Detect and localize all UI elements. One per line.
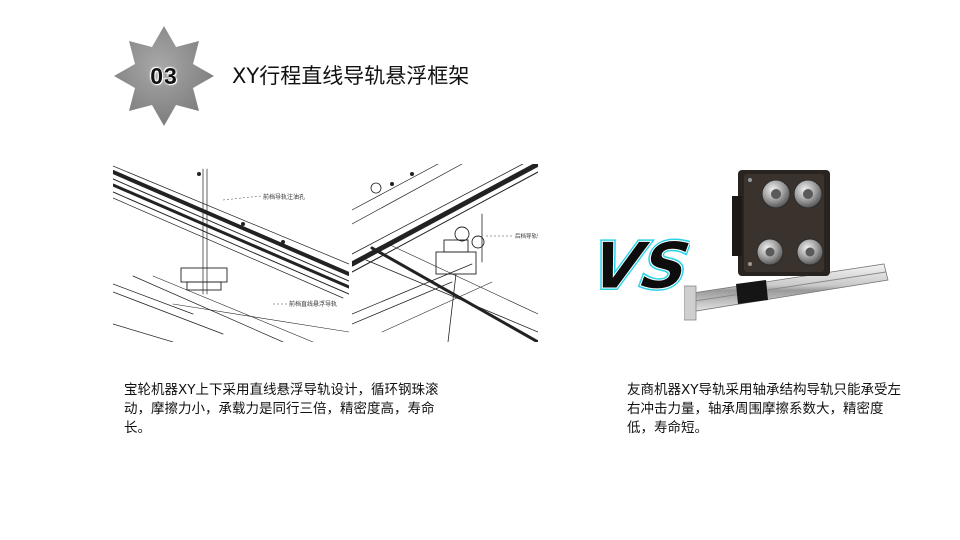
vs-text: VS (598, 229, 690, 303)
section-number: 03 (150, 62, 178, 89)
bearing-rail-drawing: 后档导轨轴承注油孔 (352, 164, 538, 342)
drawing-label-rear-bearing-oil-hole: 后档导轨轴承注油孔 (515, 232, 538, 240)
vs-icon: VS VS (585, 227, 698, 305)
drawing-label-front-rail: 前档直线悬浮导轨 (289, 300, 337, 308)
vs-logo: VS VS (585, 216, 698, 306)
section-badge: 03 (112, 24, 216, 128)
linear-rail-drawing-art: 前档导轨注油孔 前档直线悬浮导轨 (113, 165, 349, 342)
star-badge-icon (114, 26, 214, 126)
section-title: XY行程直线导轨悬浮框架 (232, 64, 470, 88)
bearing-rail-drawing-art: 后档导轨轴承注油孔 (352, 164, 538, 342)
bearing-rail-photo-art (683, 170, 889, 321)
competitor-bearing-rail-photo (683, 166, 892, 330)
our-rail-description: 宝轮机器XY上下采用直线悬浮导轨设计，循环钢珠滚动，摩擦力小，承载力是同行三倍，… (124, 382, 439, 436)
linear-rail-drawing: 前档导轨注油孔 前档直线悬浮导轨 (113, 164, 349, 342)
competitor-rail-description: 友商机器XY导轨采用轴承结构导轨只能承受左右冲击力量，轴承周围摩擦系数大，精密度… (627, 382, 901, 436)
vs-text-inner: VS (598, 229, 690, 303)
drawing-label-front-oil-hole: 前档导轨注油孔 (263, 193, 305, 201)
